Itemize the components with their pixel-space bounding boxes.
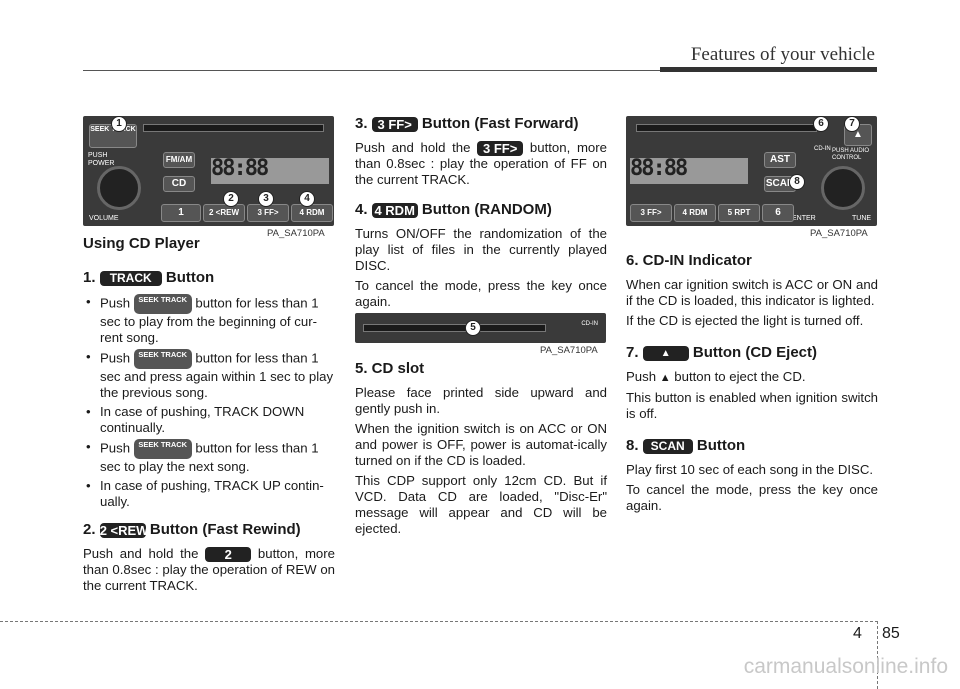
figure-caption-3: PA_SA710PA xyxy=(810,228,868,239)
bullet-5: In case of pushing, TRACK UP contin-uall… xyxy=(83,478,335,510)
section-4-heading: 4. 4 RDM Button (RANDOM) xyxy=(355,201,552,219)
rdm-badge: 4 RDM xyxy=(371,202,418,218)
section-5-text-1: Please face printed side upward and gent… xyxy=(355,385,607,416)
column-3: 6. CD-IN Indicator When car ignition swi… xyxy=(626,251,878,518)
page-separator xyxy=(877,621,878,689)
seek-track-badge: SEEK TRACK xyxy=(133,439,192,459)
callout-8: 8 xyxy=(789,174,805,190)
figure-caption-1: PA_SA710PA xyxy=(267,228,325,239)
footer-rule xyxy=(0,621,878,622)
section-5-heading: 5. CD slot xyxy=(355,360,425,377)
section-8-text-1: Play first 10 sec of each song in the DI… xyxy=(626,462,874,477)
chapter-number: 4 xyxy=(853,625,862,642)
preset-4b: 4 RDM xyxy=(674,204,716,222)
bullet-4: Push SEEK TRACK button for less than 1 s… xyxy=(83,439,335,475)
header-title: Features of your vehicle xyxy=(690,44,875,65)
radio-figure-2: CD-IN 5 xyxy=(355,313,606,343)
section-title-using-cd: Using CD Player xyxy=(83,235,200,252)
seek-track-badge: SEEK TRACK xyxy=(133,349,192,369)
column-1: Using CD Player 1. TRACK Button Push SEE… xyxy=(83,234,335,598)
callout-3: 3 xyxy=(258,191,274,207)
preset-5: 5 RPT xyxy=(718,204,760,222)
watermark: carmanualsonline.info xyxy=(743,655,948,678)
ff-badge: 3 FF> xyxy=(371,116,418,132)
radio-figure-1: SEEK TRACK PUSH POWER VOLUME FM/AM CD 88… xyxy=(83,116,334,226)
section-7-heading: 7. ▲ Button (CD Eject) xyxy=(626,344,818,361)
section-4-text-1: Turns ON/OFF the randomization of the pl… xyxy=(355,226,607,274)
callout-6: 6 xyxy=(813,116,829,132)
callout-4: 4 xyxy=(299,191,315,207)
section-3-heading: 3. 3 FF> Button (Fast Forward) xyxy=(355,115,579,132)
callout-2: 2 xyxy=(223,191,239,207)
section-1-heading: 1. TRACK Button xyxy=(83,269,215,286)
section-3-text: Push and hold the 3 FF> button, more tha… xyxy=(355,140,607,188)
bullet-1: Push SEEK TRACK button for less than 1 s… xyxy=(83,294,335,346)
section-4-text-2: To cancel the mode, press the key once a… xyxy=(355,278,607,310)
preset-6: 6 xyxy=(762,204,794,222)
cd-button: CD xyxy=(163,176,195,192)
lcd-display-3: 88:88 xyxy=(630,158,748,184)
section-7-text-2: This button is enabled when ignition swi… xyxy=(626,390,878,421)
ff-badge-inline: 3 FF> xyxy=(477,141,524,157)
section-6-heading: 6. CD-IN Indicator xyxy=(626,252,752,269)
column-2: 3. 3 FF> Button (Fast Forward) Push and … xyxy=(355,114,607,314)
lcd-display: 88:88 xyxy=(211,158,329,184)
page-number: 85 xyxy=(882,625,900,642)
section-8-text-2: To cancel the mode, press the key once a… xyxy=(626,482,878,513)
bullet-2: Push SEEK TRACK button for less than 1 s… xyxy=(83,349,335,401)
callout-5: 5 xyxy=(465,320,481,336)
preset-3b: 3 FF> xyxy=(630,204,672,222)
eject-badge: ▲ xyxy=(642,345,689,361)
preset-2: 2 <REW xyxy=(203,204,245,222)
section-6-text-1: When car ignition switch is ACC or ON an… xyxy=(626,277,878,308)
radio-figure-3: 88:88 AST SCAN CD-IN ▲ PUSH AUDIO CONTRO… xyxy=(626,116,877,226)
preset-4: 4 RDM xyxy=(291,204,333,222)
rew-badge-inline: 2 <REW xyxy=(205,547,252,577)
ast-button: AST xyxy=(764,152,796,168)
track-badge: TRACK xyxy=(99,270,162,286)
cdin-indicator-label: CD-IN xyxy=(814,146,831,152)
section-6-text-2: If the CD is ejected the light is turned… xyxy=(626,313,864,328)
enter-label: ENTER xyxy=(792,215,816,222)
section-2-heading: 2. 2 <REW Button (Fast Rewind) xyxy=(83,521,301,538)
section-8-heading: 8. SCAN Button xyxy=(626,437,746,454)
column-2-cont: 5. CD slot Please face printed side upwa… xyxy=(355,359,607,541)
section-7-text-1: Push ▲ button to eject the CD. xyxy=(626,369,806,384)
callout-7: 7 xyxy=(844,116,860,132)
scan-badge: SCAN xyxy=(642,438,693,454)
cdin-label: CD-IN xyxy=(581,321,598,327)
preset-1: 1 xyxy=(161,204,201,222)
power-label: PUSH POWER xyxy=(88,152,115,167)
section-2-text: Push and hold the 2 <REW button, more th… xyxy=(83,546,335,594)
volume-label: VOLUME xyxy=(89,215,119,222)
header-bar xyxy=(660,67,877,72)
bullet-3: In case of pushing, TRACK DOWN continual… xyxy=(83,404,335,436)
seek-track-badge: SEEK TRACK xyxy=(133,294,192,314)
rew-badge: 2 <REW xyxy=(99,522,149,538)
section-5-text-2: When the ignition switch is on ACC or ON… xyxy=(355,421,607,468)
volume-knob xyxy=(97,166,141,210)
fmam-button: FM/AM xyxy=(163,152,195,168)
tune-label: TUNE xyxy=(852,215,872,222)
track-bullets: Push SEEK TRACK button for less than 1 s… xyxy=(83,294,335,510)
figure-caption-2: PA_SA710PA xyxy=(540,345,598,356)
header-rule xyxy=(83,70,660,71)
eject-icon: ▲ xyxy=(659,372,671,384)
callout-1: 1 xyxy=(111,116,127,132)
tune-knob xyxy=(821,166,865,210)
section-5-text-3: This CDP support only 12cm CD. But if VC… xyxy=(355,473,607,536)
audio-control-label: PUSH AUDIO CONTROL xyxy=(832,148,870,161)
